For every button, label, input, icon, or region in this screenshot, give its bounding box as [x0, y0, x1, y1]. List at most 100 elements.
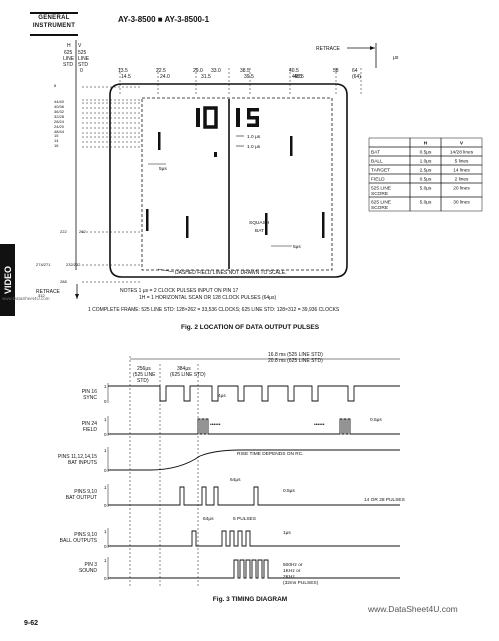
col-525: 525: [78, 50, 87, 56]
col-v-header: V: [78, 43, 82, 49]
top-period-625: 20.8 ms (625 LINE STD): [268, 358, 323, 364]
t384-line2: (625 LINE STD): [170, 372, 206, 378]
v-tick-label: 14: [54, 138, 59, 143]
figure-3-caption: Fig. 3 TIMING DIAGRAM: [213, 596, 287, 603]
v-tick-label-lower: 262: [79, 229, 86, 234]
v-tick-label: 15: [54, 133, 59, 138]
table-cell: TARGET: [371, 167, 390, 173]
retrace-label-top: RETRACE: [316, 46, 341, 52]
v-tick-label: 40/36: [54, 104, 65, 109]
level-low: 0: [104, 468, 107, 473]
score-display: [196, 106, 259, 129]
sound-waveform: [108, 559, 400, 579]
table-cell: H: [424, 140, 428, 146]
level-low: 0: [104, 399, 107, 404]
page-header-title: AY-3-8500 ■ AY-3-8500-1: [118, 15, 210, 24]
table-cell: V: [460, 140, 464, 146]
level-low: 0: [104, 432, 107, 437]
left-bat-lower: [186, 216, 189, 238]
h-tick-label: (64): [352, 74, 361, 80]
h-tick-label: 14.5: [121, 74, 131, 80]
col-std-1: STD: [63, 62, 73, 68]
ball-output-label-a: PINS 9,10: [74, 532, 97, 538]
section-tab-video: VIDEO: [0, 244, 15, 316]
sync-4us-label: 4μs: [218, 393, 226, 399]
level-low: 0: [104, 503, 107, 508]
level-low: 0: [104, 544, 107, 549]
logo-line-2: INSTRUMENT: [32, 23, 76, 29]
logo-line-1: GENERAL: [38, 15, 70, 21]
level-high: 1: [104, 448, 107, 453]
us-unit-label: μs: [393, 55, 399, 61]
h-tick-label: 40.5: [289, 68, 299, 74]
notes-line-1: NOTES 1 μs = 2 CLOCK PULSES INPUT ON PIN…: [120, 288, 238, 294]
bat-64us-label: 64μs: [230, 477, 241, 483]
v-tick-label: 36/32: [54, 109, 65, 114]
col-625: 625: [64, 50, 73, 56]
level-high: 1: [104, 529, 107, 534]
score-digit-5: [247, 108, 259, 127]
level-high: 1: [104, 485, 107, 490]
level-high: 1: [104, 558, 107, 563]
table-cell: 14/28 lines: [450, 149, 474, 155]
field-waveform: [108, 418, 400, 435]
v-tick-label: 8: [54, 83, 57, 88]
h-tick-label: 49.5: [292, 74, 302, 80]
screen-outline: [109, 83, 348, 278]
score-digit-1b: [236, 108, 240, 127]
level-low: 0: [104, 576, 107, 581]
h-tick-label: 64: [352, 68, 358, 74]
t384-line1: 384μs: [177, 366, 191, 372]
bat-14or28-label: 14 OR 28 PULSES: [364, 497, 405, 503]
pin16-label-a: PIN 16: [82, 389, 98, 395]
ball-5pulses-label: 5 PULSES: [233, 516, 256, 522]
sound-freq-1: 500Hz or: [283, 562, 303, 568]
sound-freq-2: 1KHz or: [283, 568, 301, 574]
right-bat-upper: [290, 136, 293, 156]
col-line-1: LINE: [63, 56, 75, 62]
table-cell: 1.0μs: [420, 158, 432, 164]
h-tick-label: 22.5: [156, 68, 166, 74]
retrace-label-left: RETRACE: [36, 289, 61, 295]
table-cell: 5 lines: [455, 158, 469, 164]
v-tick-label-lower: 312: [38, 293, 45, 298]
notes-line-2: 1H = 1 HORIZONTAL SCAN OR 128 CLOCK PULS…: [139, 295, 277, 301]
level-high: 1: [104, 384, 107, 389]
ball-output-label-b: BALL OUTPUTS: [60, 538, 98, 544]
sound-label-a: PIN 3: [84, 562, 97, 568]
table-cell: FIELD: [371, 176, 385, 182]
v-tick-label: 28/24: [54, 119, 65, 124]
squash-label: SQUASH: [249, 220, 270, 226]
table-cell: BAT: [371, 149, 380, 155]
ball: [214, 152, 217, 157]
side-watermark: www.DataSheet4U.com: [2, 296, 50, 301]
score-digit-0: [203, 106, 218, 129]
v-tick-label: 32/28: [54, 114, 65, 119]
bat-input-ramp: [108, 449, 400, 471]
table-cell: 2.5μs: [420, 167, 432, 173]
bat-05us-label: 0.5μs: [283, 488, 295, 494]
h-tick-label: 31.5: [201, 74, 211, 80]
t256-line3: STD): [137, 378, 149, 384]
col-line-2: LINE: [78, 56, 90, 62]
table-cell: SCORE: [371, 205, 388, 211]
v-tick-label-lower: 222: [60, 229, 67, 234]
figure-2-caption: Fig. 2 LOCATION OF DATA OUTPUT PULSES: [181, 324, 320, 331]
sound-label-b: SOUND: [79, 568, 97, 574]
bat-inputs-label-a: PINS 11,12,14,15: [58, 454, 97, 460]
pin16-label-b: SYNC: [83, 395, 97, 401]
table-cell: 5.0μs: [420, 185, 432, 191]
v-tick-label-lower: 232/232: [66, 262, 81, 267]
dashed-lines-note: DASHED FIELD LINES NOT DRAWN TO SCALE.: [175, 270, 287, 276]
h-tick-label: 58: [333, 68, 339, 74]
bat-output-label-b: BAT OUTPUT: [66, 495, 97, 501]
left-edge-bat: [146, 209, 149, 231]
v-tick-label: 48/44: [54, 129, 65, 134]
table-cell-border: [368, 137, 411, 148]
table-cell: 0.5μs: [420, 149, 432, 155]
field-05us-label: 0.5μs: [370, 417, 382, 423]
table-cell: 2 lines: [455, 176, 469, 182]
field-dots-a: ••••••: [210, 422, 221, 428]
left-bat-upper: [158, 132, 161, 150]
